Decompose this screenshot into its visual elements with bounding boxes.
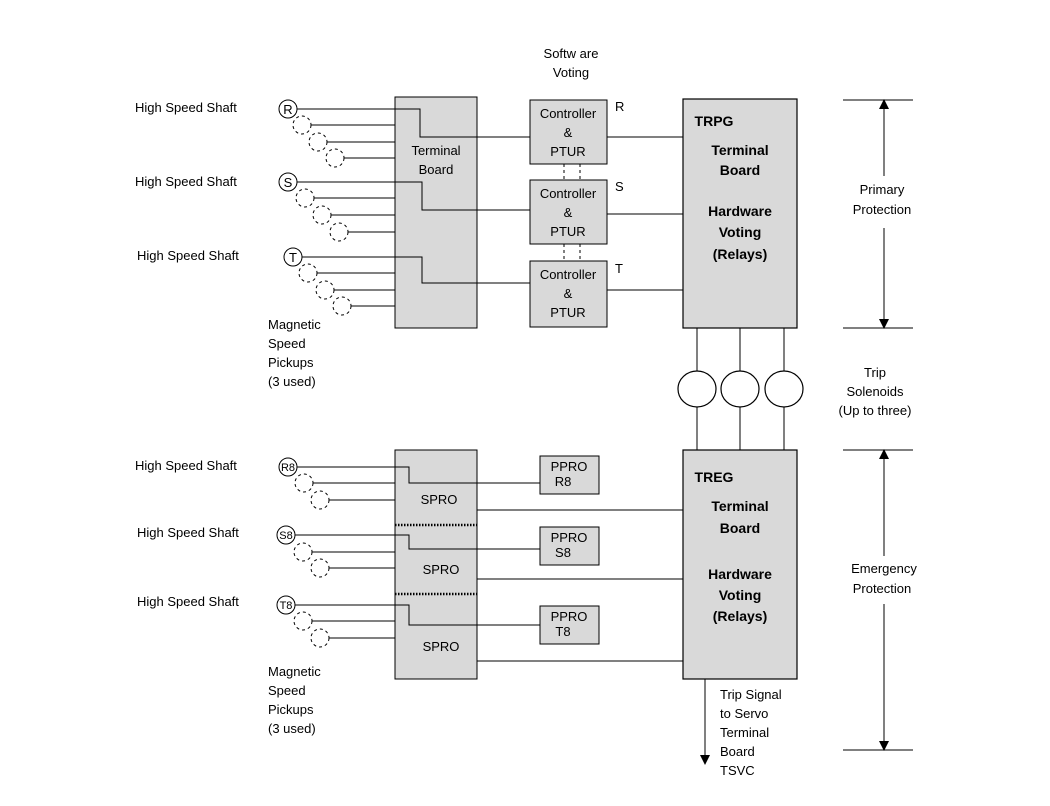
terminal-board-small-label-2: Board (419, 162, 454, 177)
trpg-terminal-board (682, 98, 798, 329)
emergency-protection-label-1: Emergency (851, 561, 917, 576)
shaft-label-s8: High Speed Shaft (137, 525, 239, 540)
trpg-line6: (Relays) (713, 246, 767, 262)
trip-solenoids-label-3: (Up to three) (839, 403, 912, 418)
pickup-label-s8: S8 (279, 530, 292, 542)
pickup-group-t: T (283, 247, 395, 316)
pickup-group-s: S (278, 172, 395, 242)
shaft-label-t8: High Speed Shaft (137, 594, 239, 609)
ppro-t8: PPRO T8 (539, 605, 600, 645)
trip-solenoids (677, 328, 804, 450)
svg-text:PTUR: PTUR (550, 144, 585, 159)
ppro-s8: PPRO S8 (539, 526, 600, 566)
primary-protection-label-1: Primary (860, 182, 905, 197)
trpg-line3: Board (720, 162, 760, 178)
svg-text:&: & (564, 205, 573, 220)
magnetic-pickups-primary-1: Magnetic (268, 317, 321, 332)
svg-text:Controller: Controller (540, 267, 597, 282)
channel-letter-r: R (615, 99, 624, 114)
spro-label-3: SPRO (423, 639, 460, 654)
emergency-protection-label-2: Protection (853, 581, 912, 596)
spro-terminal-board (394, 449, 478, 680)
trip-solenoid-3 (764, 370, 804, 408)
magnetic-pickups-emergency-3: Pickups (268, 702, 314, 717)
trip-solenoids-label-1: Trip (864, 365, 886, 380)
trip-solenoid-1 (677, 370, 717, 408)
pickup-group-s8: S8 (276, 525, 395, 578)
treg-terminal-board (682, 449, 798, 680)
magnetic-pickups-primary-2: Speed (268, 336, 306, 351)
magnetic-pickups-primary-3: Pickups (268, 355, 314, 370)
svg-text:PPRO: PPRO (551, 459, 588, 474)
shaft-label-r8: High Speed Shaft (135, 458, 237, 473)
trip-signal-label-1: Trip Signal (720, 687, 782, 702)
pickup-label-r: R (283, 102, 292, 117)
svg-text:&: & (564, 125, 573, 140)
svg-text:S8: S8 (555, 545, 571, 560)
trip-solenoid-2 (720, 370, 760, 408)
emergency-protection-bracket (843, 449, 913, 751)
pickup-label-r8: R8 (281, 462, 295, 474)
terminal-board-small (394, 96, 478, 329)
trip-signal-label-2: to Servo (720, 706, 768, 721)
trip-signal-label-4: Board (720, 744, 755, 759)
channel-letter-s: S (615, 179, 624, 194)
pickup-group-r8: R8 (278, 457, 395, 510)
shaft-label-s: High Speed Shaft (135, 174, 237, 189)
treg-line4: Hardware (708, 566, 772, 582)
spro-label-2: SPRO (423, 562, 460, 577)
magnetic-pickups-emergency-4: (3 used) (268, 721, 316, 736)
svg-text:&: & (564, 286, 573, 301)
software-voting-label-1: Softw are (544, 46, 599, 61)
pickup-label-t8: T8 (280, 600, 293, 612)
magnetic-pickups-primary-4: (3 used) (268, 374, 316, 389)
magnetic-pickups-emergency-2: Speed (268, 683, 306, 698)
controller-t: Controller & PTUR (529, 260, 608, 328)
primary-protection-label-2: Protection (853, 202, 912, 217)
pickup-label-t: T (289, 250, 297, 265)
ppro-r8: PPRO R8 (539, 455, 600, 495)
software-voting-links (563, 164, 581, 261)
trip-signal-label-3: Terminal (720, 725, 769, 740)
spro-label-1: SPRO (421, 492, 458, 507)
pickup-group-r: R (278, 99, 395, 168)
treg-title: TREG (695, 469, 734, 485)
controller-r: Controller & PTUR (529, 99, 608, 165)
svg-text:PPRO: PPRO (551, 530, 588, 545)
svg-text:T8: T8 (555, 624, 570, 639)
svg-text:PPRO: PPRO (551, 609, 588, 624)
svg-text:R8: R8 (555, 474, 572, 489)
controller-s: Controller & PTUR (529, 179, 608, 245)
svg-text:PTUR: PTUR (550, 224, 585, 239)
pickup-label-s: S (284, 175, 293, 190)
treg-line6: (Relays) (713, 608, 767, 624)
shaft-label-t: High Speed Shaft (137, 248, 239, 263)
primary-protection-bracket (843, 99, 913, 329)
svg-text:Controller: Controller (540, 186, 597, 201)
trpg-line4: Hardware (708, 203, 772, 219)
treg-line2: Terminal (711, 498, 768, 514)
svg-text:PTUR: PTUR (550, 305, 585, 320)
trip-signal-label-5: TSVC (720, 763, 755, 778)
trip-solenoids-label-2: Solenoids (846, 384, 904, 399)
trpg-line2: Terminal (711, 142, 768, 158)
magnetic-pickups-emergency-1: Magnetic (268, 664, 321, 679)
terminal-board-small-label-1: Terminal (411, 143, 460, 158)
shaft-label-r: High Speed Shaft (135, 100, 237, 115)
trpg-line5: Voting (719, 224, 762, 240)
channel-letter-t: T (615, 261, 623, 276)
svg-text:Controller: Controller (540, 106, 597, 121)
pickup-group-t8: T8 (276, 595, 395, 648)
treg-line5: Voting (719, 587, 762, 603)
software-voting-label-2: Voting (553, 65, 589, 80)
trpg-title: TRPG (695, 113, 734, 129)
treg-line3: Board (720, 520, 760, 536)
